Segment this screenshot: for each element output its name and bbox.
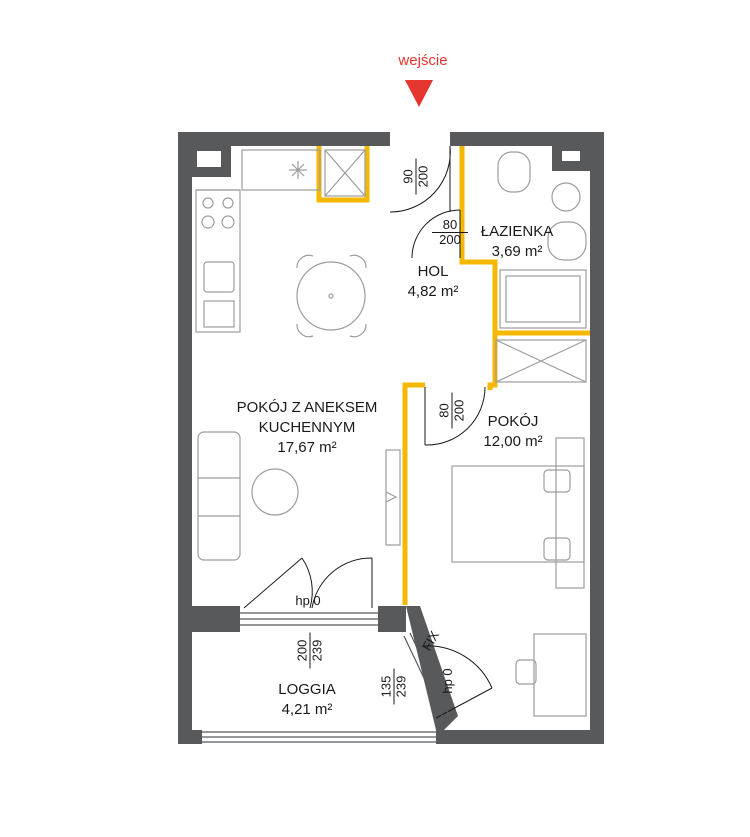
room-area-room: 12,00 m² [483,433,543,450]
room-name-bathroom: ŁAZIENKA [480,223,554,240]
partitions [316,146,590,605]
room-area-living: 17,67 m² [277,439,337,456]
window-dim-room: 135 239 [379,668,409,705]
door-dim-room: 80 200 [437,392,467,429]
window-dim-room-w: 135 [379,668,395,705]
door-dim-room-w: 80 [437,392,453,429]
outer-walls [178,132,604,744]
room-living: POKÓJ Z ANEKSEM KUCHENNYM 17,67 m² [212,398,402,458]
door-dim-room-h: 200 [451,399,467,422]
room-room: POKÓJ 12,00 m² [468,412,558,452]
room-name-loggia: LOGGIA [278,681,336,698]
door-dim-entry-w: 90 [401,158,417,195]
door-dim-bath-h: 200 [439,232,461,247]
door-dim-loggia-w: 200 [295,632,311,669]
hp-room: hp 0 [440,668,455,694]
room-name-room: POKÓJ [487,413,539,430]
room-bathroom: ŁAZIENKA 3,69 m² [472,222,562,262]
doors [243,145,493,719]
window-dim-room-h: 239 [393,675,409,698]
door-dim-entry-h: 200 [415,165,431,188]
door-dim-bath: 80 200 [432,218,468,247]
hp-living: hp 0 [295,593,321,608]
room-area-hall: 4,82 m² [407,283,459,300]
room-area-bathroom: 3,69 m² [491,243,543,260]
room-name-living: POKÓJ Z ANEKSEM KUCHENNYM [236,399,378,436]
room-area-loggia: 4,21 m² [281,701,333,718]
door-dim-bath-w: 80 [432,218,468,233]
furniture [195,149,587,717]
windows [202,612,449,743]
door-dim-entry: 90 200 [401,158,431,195]
door-dim-loggia-h: 239 [309,639,325,662]
room-loggia: LOGGIA 4,21 m² [262,680,352,720]
room-hall: HOL 4,82 m² [398,262,468,302]
room-name-hall: HOL [417,263,449,280]
door-dim-loggia: 200 239 [295,632,325,669]
entrance-label: wejście [398,52,448,69]
entrance-arrow-icon [405,80,433,107]
